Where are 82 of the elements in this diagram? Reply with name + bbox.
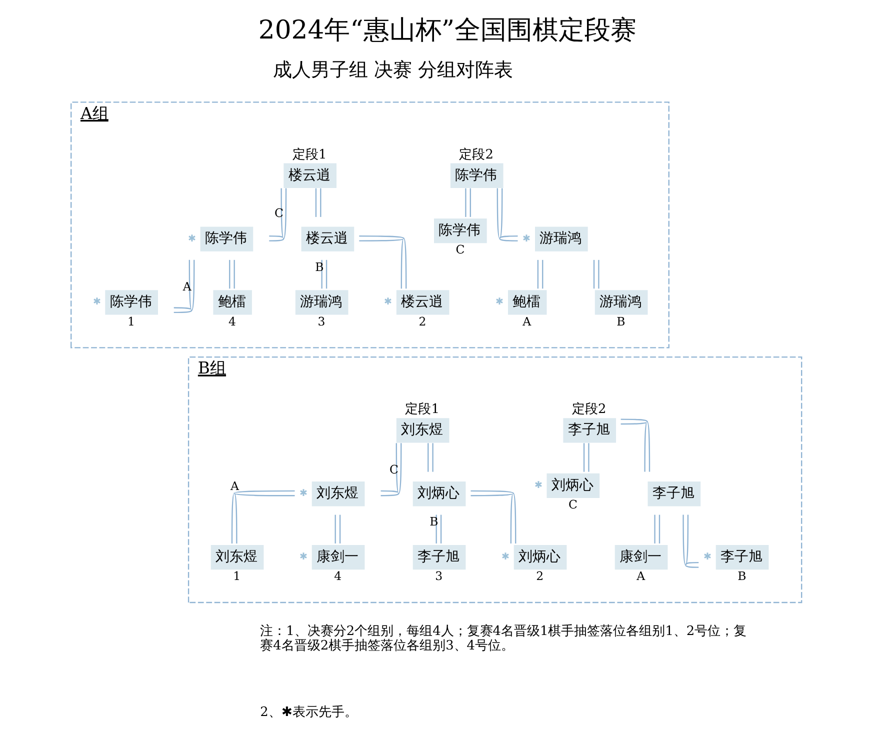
node-label: 1 [233,569,241,584]
node-box: 游瑞鸿 [594,290,648,315]
edge-label: B [315,260,324,274]
node-label: 2 [418,314,426,328]
node-label: ✱ [92,296,101,308]
node-label: A [636,569,646,584]
node-label: 3 [318,314,326,328]
node-box: 刘炳心 [546,473,600,498]
connector [654,514,660,544]
connector [380,443,402,496]
node-label: C [568,498,578,512]
node-box: 游瑞鸿 [535,226,588,252]
connector [174,260,195,314]
connector [537,260,544,289]
node-box: 李子旭 [648,482,701,506]
node-box: 陈学伟 [434,218,487,244]
node-label: ✱ [300,488,308,500]
connector [269,188,287,242]
node-box: 楼云逍 [396,290,450,315]
edge-label: A [182,279,192,294]
label: 注：1、决赛分2个组别，每组4人；复赛4名晋级1棋手抽签落位各组别1、2号位；复赛4名晋级2棋手抽签落位各组别3、4号位。 [260,624,747,654]
node-box: 陈学伟 [200,226,254,252]
connector [231,490,295,544]
node-box: 楼云逍 [301,226,354,252]
node-label: ✱ [300,552,308,563]
node-box: 李子旭 [716,544,769,570]
node-label: 定段1 [405,402,440,418]
node-box: 刘东煜 [312,482,365,506]
connector [620,418,650,472]
diagram-title: 2024年“惠山杯”全国围棋定段赛 [258,15,637,46]
connector [315,188,322,217]
node-label: ✱ [502,552,510,563]
node-box: 鲍檑 [213,290,252,315]
node-label: 2 [536,569,544,584]
node-label: ✱ [534,480,542,491]
node-label: ✱ [522,233,531,244]
node-box: 陈学伟 [450,163,504,188]
node-box: 鲍檑 [508,290,547,315]
node-label: ✱ [704,552,712,563]
node-box: 刘东煜 [210,544,264,570]
connector [428,443,434,472]
node-label: ✱ [496,296,504,308]
node-box: 李子旭 [563,418,616,443]
edge-label: B [430,514,438,529]
node-label: 3 [435,569,443,584]
node-label: 定段1 [292,147,327,162]
connector [334,514,341,544]
connector [496,188,518,242]
connector [583,443,590,472]
edge-label: C [390,462,399,477]
connector [470,490,516,544]
node-label: ✱ [384,296,392,308]
edge-label: C [274,206,284,220]
node-label: 定段2 [572,402,606,418]
node-box: 游瑞鸿 [295,290,348,315]
node-box: 康剑一 [312,544,365,570]
node-label: B [738,569,746,584]
node-box: 李子旭 [412,544,466,570]
node-box: 康剑一 [614,544,668,570]
label: 成人男子组 决赛 分组对阵表 [272,60,513,82]
connector [593,260,600,289]
connector [229,260,235,289]
node-label: B [616,314,626,328]
node-label: A [522,314,532,328]
node-label: C [456,242,465,257]
node-box: 刘东煜 [396,418,450,443]
connector [359,236,407,289]
node-label: 4 [334,569,342,584]
edge-label: A [230,478,240,493]
node-box: 刘炳心 [514,544,567,570]
connector [321,260,328,289]
connector [682,514,699,568]
node-label: 1 [127,314,135,328]
connector [465,188,471,217]
connector [436,514,442,544]
node-box: 刘炳心 [412,482,466,506]
node-label: ✱ [188,233,196,244]
node-box: 楼云逍 [284,163,337,188]
node-label: 4 [228,314,236,328]
node-box: 陈学伟 [105,290,158,315]
label: 2、✱表示先手。 [260,705,358,720]
node-label: 定段2 [459,147,494,162]
